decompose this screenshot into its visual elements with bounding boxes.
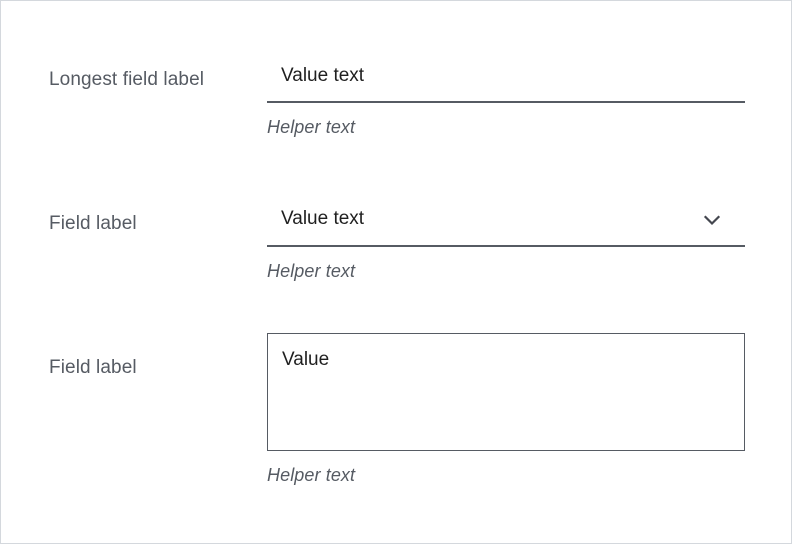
field-control-text: Helper text [267,59,745,139]
field-control-select: Value text Helper text [267,203,745,283]
select-value-label: Value text [281,208,365,229]
field-label-longest: Longest field label [49,69,205,90]
text-input-value[interactable] [267,59,745,103]
helper-text-select: Helper text [267,261,356,281]
select-dropdown[interactable]: Value text [267,203,745,247]
field-control-textarea: Helper text [267,333,745,487]
field-label-textarea: Field label [49,357,137,378]
helper-text-textarea: Helper text [267,465,356,485]
chevron-down-icon[interactable] [701,209,723,231]
field-label-select: Field label [49,213,137,234]
textarea-value[interactable] [267,333,745,451]
helper-text-text-input: Helper text [267,117,356,137]
